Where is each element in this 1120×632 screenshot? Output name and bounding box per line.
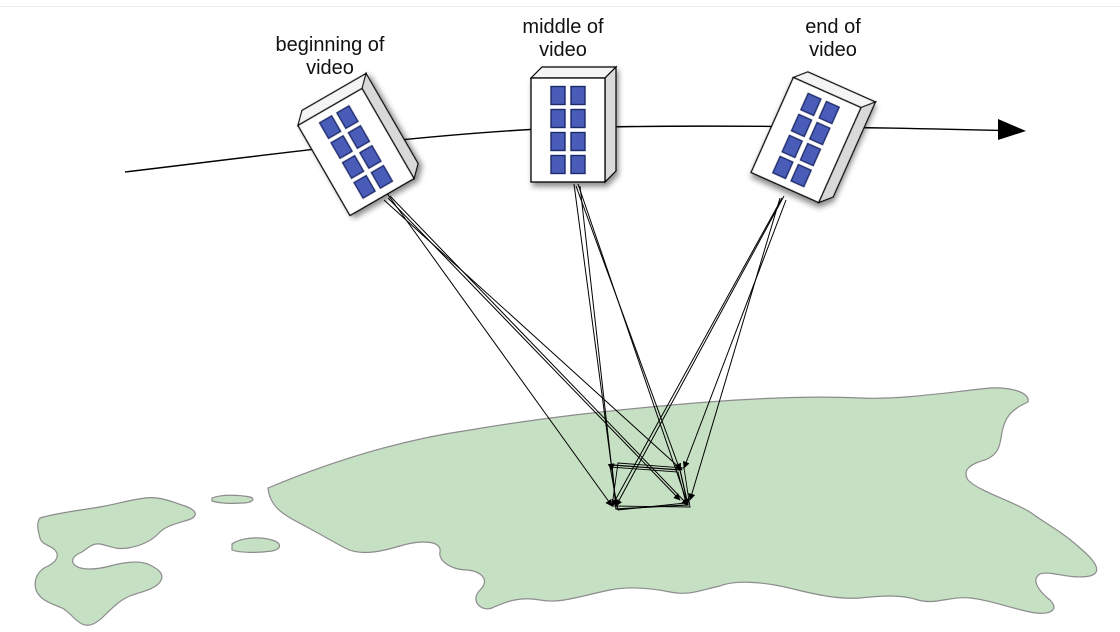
ray-beginning-1 <box>385 191 613 507</box>
solar-panel-cell <box>550 154 566 175</box>
label-end-of-video: end of video <box>748 16 918 62</box>
land-small-island-north <box>211 494 254 504</box>
ray-beginning-4 <box>383 199 683 471</box>
solar-panel-cell <box>330 134 354 160</box>
ray-beginning-3 <box>389 195 689 506</box>
satellite-top-face <box>529 66 618 79</box>
land-western-peninsula <box>34 497 196 626</box>
ray-end-1 <box>611 197 783 507</box>
ray-end-4 <box>688 197 781 501</box>
solar-panel-cell <box>818 100 841 125</box>
solar-panel-cell <box>347 124 371 150</box>
land-small-island-south <box>231 537 281 553</box>
ground-footprint <box>609 462 691 511</box>
label-middle-line1: middle of <box>522 16 604 38</box>
solar-panel-cell <box>353 174 377 200</box>
solar-panel-cell <box>341 154 365 180</box>
solar-panel-cell <box>799 142 822 167</box>
satellite-middle-icon <box>529 65 618 184</box>
solar-panel-cell <box>808 121 831 146</box>
ray-middle-2 <box>575 185 682 471</box>
solar-panel-cell <box>550 85 566 106</box>
solar-panel-cell <box>318 114 342 140</box>
ray-end-2 <box>615 195 785 507</box>
satellite-beginning-icon <box>297 71 419 217</box>
solar-panel-cell <box>570 154 586 175</box>
solar-panel-cell <box>790 113 813 138</box>
satellite-end-icon <box>750 71 878 204</box>
label-beginning-line2: video <box>306 57 354 79</box>
ray-middle-4 <box>579 185 619 507</box>
solar-panel-cell <box>550 131 566 152</box>
solar-panel-cell <box>781 134 804 159</box>
ray-end-3 <box>682 199 787 469</box>
label-end-line1: end of <box>805 16 861 38</box>
solar-panel-cell <box>570 108 586 129</box>
label-beginning-line1: beginning of <box>275 34 385 56</box>
satellite-front-face <box>530 77 606 183</box>
land-mainland <box>267 387 1098 614</box>
satellite-side-face <box>604 65 617 184</box>
ray-middle-1 <box>573 183 615 471</box>
solar-panel-cell <box>570 85 586 106</box>
solar-panel-cell <box>570 131 586 152</box>
ray-bundle <box>383 183 787 507</box>
top-divider <box>0 6 1120 7</box>
label-beginning-of-video: beginning of video <box>245 34 415 80</box>
satellite-group <box>297 65 878 217</box>
solar-panel-cell <box>370 164 394 190</box>
solar-panel-cell <box>771 155 794 180</box>
solar-panel-cell <box>358 144 382 170</box>
solar-panel-cell <box>550 108 566 129</box>
orbit-arrowhead-icon <box>998 119 1026 140</box>
label-end-line2: video <box>809 39 857 61</box>
solar-panel-cell <box>790 163 813 188</box>
label-middle-line2: video <box>539 39 587 61</box>
solar-panel-cell <box>335 104 359 130</box>
ray-middle-3 <box>577 183 690 506</box>
land-map <box>34 387 1098 626</box>
label-middle-of-video: middle of video <box>478 16 648 62</box>
solar-panel-cell <box>799 92 822 117</box>
